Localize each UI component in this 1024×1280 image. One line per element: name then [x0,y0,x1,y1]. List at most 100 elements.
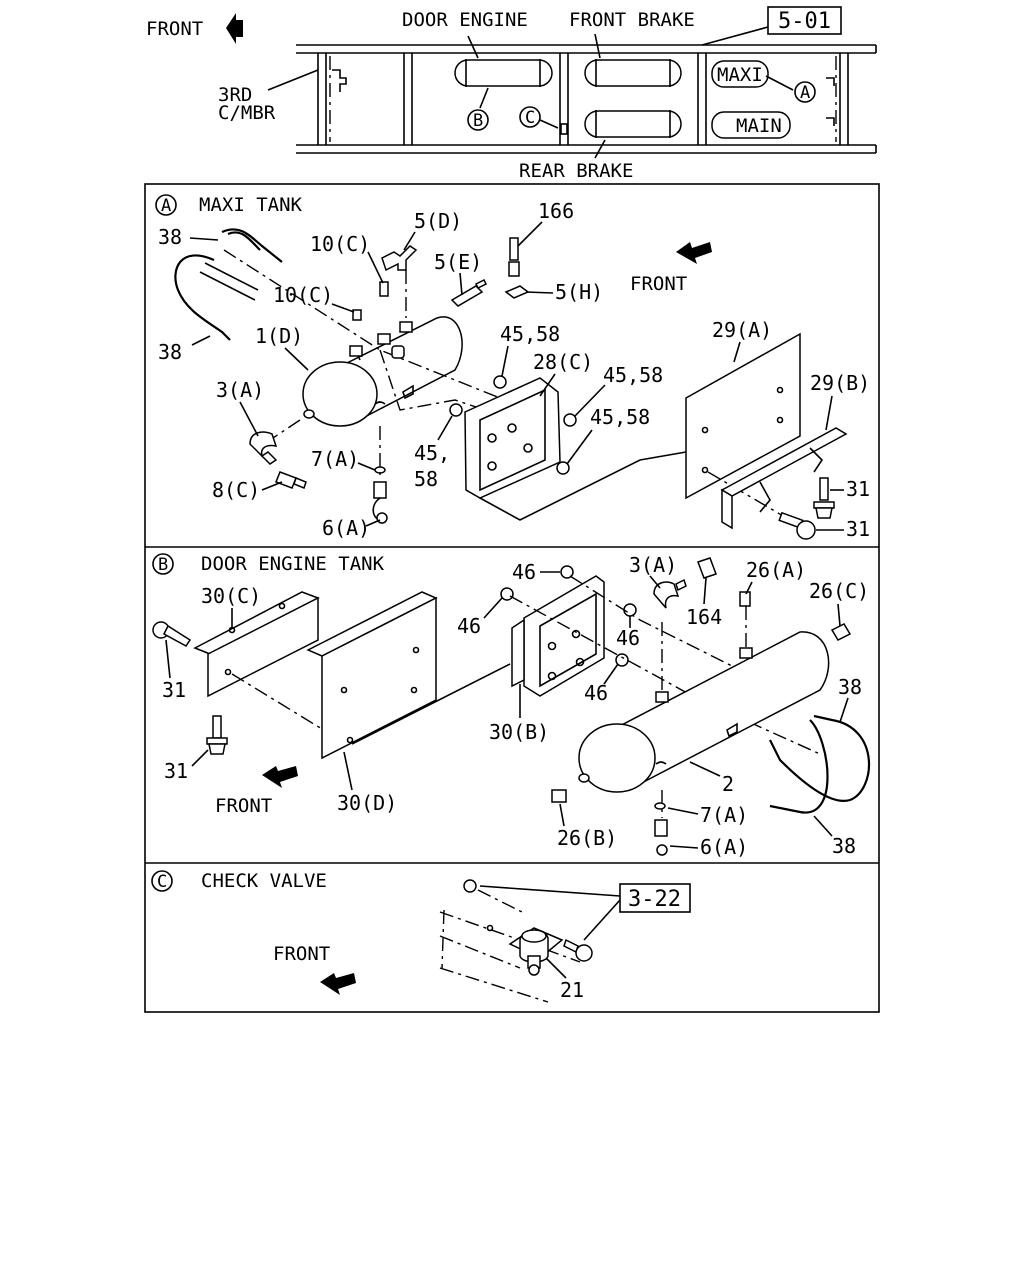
label-30d[interactable]: 30(D) [337,791,397,815]
door-engine-tank-icon [454,59,553,87]
label-8c[interactable]: 8(C) [212,478,260,502]
label-7a-b[interactable]: 7(A) [700,803,748,827]
section-b-front-arrow-icon [262,766,298,788]
label-21[interactable]: 21 [560,978,584,1002]
label-45-58-c[interactable]: 45,58 [590,405,650,429]
bolt-31-b-vertical [206,715,228,755]
valve-164-icon [697,557,717,579]
label-5d[interactable]: 5(D) [414,209,462,233]
washer-7a-b [654,802,666,810]
fitting-6a-b-icon [654,819,668,837]
label-6a-b[interactable]: 6(A) [700,835,748,859]
label-45-58-b[interactable]: 45,58 [603,363,663,387]
label-46-b[interactable]: 46 [457,614,481,638]
rear-brake-label: REAR BRAKE [519,160,633,182]
callout-b-circle[interactable] [467,109,489,131]
section-b-letter: B [158,555,168,575]
ref-box-5-01 [767,6,842,35]
label-26b[interactable]: 26(B) [557,826,617,850]
rear-brake-leader [594,139,606,159]
label-31-b-a[interactable]: 31 [162,678,186,702]
cross-member-4 [697,53,707,145]
door-engine-leader [467,35,479,59]
label-45-d[interactable]: 45, [414,441,450,465]
label-45-58-a[interactable]: 45,58 [500,322,560,346]
door-engine-label: DOOR ENGINE [402,9,528,31]
third-cmbr-label-line1: 3RD [218,84,252,106]
section-b-front-label: FRONT [215,795,272,817]
section-a-front-label: FRONT [630,273,687,295]
front-brake-leader [594,33,601,59]
label-46-a[interactable]: 46 [512,560,536,584]
section-a-letter: A [161,196,171,216]
label-5h[interactable]: 5(H) [555,280,603,304]
maxi-tank-icon [711,60,769,88]
bolt-31-horizontal [778,511,816,540]
callout-a-circle[interactable] [794,81,816,103]
frame-rail-top [296,44,877,54]
section-c-front-arrow-icon [320,973,356,995]
label-3a[interactable]: 3(A) [216,378,264,402]
nut-45-58-c [556,461,570,475]
label-46-c[interactable]: 46 [616,626,640,650]
label-2[interactable]: 2 [722,772,734,796]
label-166[interactable]: 166 [538,199,574,223]
section-c-front-label: FRONT [273,943,330,965]
plug-10c-upper [379,281,389,297]
label-26c[interactable]: 26(C) [809,579,869,603]
label-38-b-b[interactable]: 38 [832,834,856,858]
cross-member-2 [403,53,413,145]
fitting-near-5e [391,345,405,359]
label-29b[interactable]: 29(B) [810,371,870,395]
label-31-b[interactable]: 31 [846,517,870,541]
cross-member-1 [317,53,327,145]
nut-check-valve [463,879,477,893]
label-29a[interactable]: 29(A) [712,318,772,342]
label-31-a[interactable]: 31 [846,477,870,501]
section-a-letter-circle [155,194,177,216]
bracket-left [332,69,347,92]
plug-26c-icon [830,623,852,641]
fitting-6a-icon [373,481,387,499]
nut-46-d [615,653,629,667]
ref-3-22-label[interactable]: 3-22 [628,887,681,912]
label-3a-b[interactable]: 3(A) [629,553,677,577]
cross-member-5 [839,53,849,145]
label-30c[interactable]: 30(C) [201,584,261,608]
callout-c-circle[interactable] [519,106,541,128]
callout-a-letter: A [800,83,810,103]
ref-5-01-label[interactable]: 5-01 [778,9,831,34]
elbow-3a-icon [249,431,278,459]
overview-frame: FRONT DOOR ENGINE FRONT BRAKE 5-01 3RD C… [146,6,877,182]
label-58-d[interactable]: 58 [414,467,438,491]
elbow-5d-icon [381,245,418,272]
label-10c-lower[interactable]: 10(C) [273,283,333,307]
ref-5-01-leader [701,26,769,46]
tank-2-port [655,691,669,703]
section-a-maxi-tank: A MAXI TANK FRONT [155,194,870,541]
label-28c[interactable]: 28(C) [533,350,593,374]
nut-45-58-d [449,403,463,417]
section-c-title: CHECK VALVE [201,870,327,892]
label-5e[interactable]: 5(E) [434,250,482,274]
label-7a[interactable]: 7(A) [311,447,359,471]
label-10c-upper[interactable]: 10(C) [310,232,370,256]
label-26a[interactable]: 26(A) [746,558,806,582]
bolt-31-b-horizontal [152,621,192,647]
label-46-d[interactable]: 46 [584,681,608,705]
label-30b[interactable]: 30(B) [489,720,549,744]
tube-38-b-lower [769,719,829,814]
label-164[interactable]: 164 [686,605,722,629]
tube-38-upper [221,228,283,263]
label-6a[interactable]: 6(A) [322,516,370,540]
label-38-b[interactable]: 38 [158,340,182,364]
label-38-a[interactable]: 38 [158,225,182,249]
label-31-b-b[interactable]: 31 [164,759,188,783]
section-c-letter-circle [151,870,173,892]
nut-46-a [560,565,574,579]
label-38-b-a[interactable]: 38 [838,675,862,699]
tube-38-lower [174,254,231,341]
fitting-8c-icon [275,471,297,489]
nut-45-58-a [493,375,507,389]
label-1d[interactable]: 1(D) [255,324,303,348]
